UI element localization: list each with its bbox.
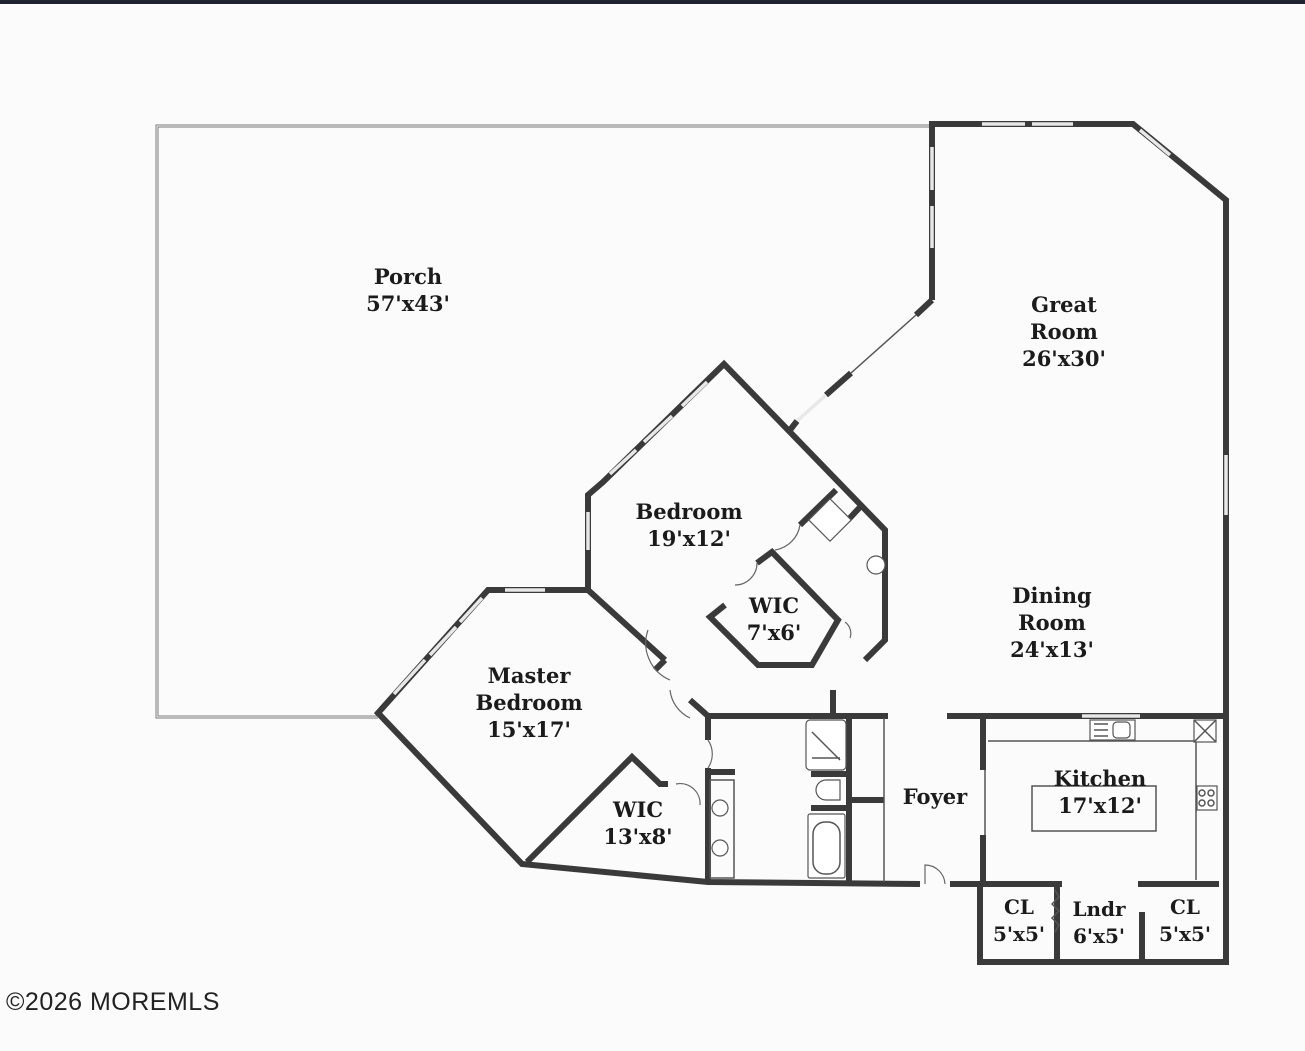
room-name-line1: Great — [1031, 292, 1097, 317]
room-label-master-bedroom: Master Bedroom 15'x17' — [475, 662, 582, 743]
room-name: Foyer — [902, 784, 968, 809]
porch-outline — [155, 124, 932, 719]
room-name-line1: Master — [487, 663, 571, 688]
master-bath-walls — [705, 690, 888, 882]
room-dimensions: 57'x43' — [366, 291, 450, 316]
room-name: Bedroom — [635, 499, 743, 524]
room-name: WIC — [748, 593, 800, 618]
room-dimensions: 6'x5' — [1072, 924, 1125, 948]
room-label-dining-room: Dining Room 24'x13' — [1010, 582, 1094, 663]
room-name: CL — [1170, 895, 1200, 919]
room-dimensions: 5'x5' — [992, 922, 1046, 946]
room-label-laundry: Lndr 6'x5' — [1072, 896, 1125, 950]
bedroom-walls — [585, 359, 888, 663]
top-border — [0, 0, 1305, 4]
wic-master-walls — [524, 752, 701, 865]
room-label-bedroom: Bedroom 19'x12' — [635, 498, 742, 552]
room-name-line2: Room — [1018, 610, 1086, 635]
kitchen-walls — [988, 714, 1218, 880]
room-name-line2: Room — [1030, 319, 1098, 344]
room-dimensions: 15'x17' — [487, 717, 571, 742]
room-dimensions: 24'x13' — [1010, 637, 1094, 662]
copyright-watermark: ©2026 MOREMLS — [6, 988, 220, 1016]
closet-laundry-walls — [977, 718, 1229, 965]
room-dimensions: 19'x12' — [647, 526, 731, 551]
room-label-foyer: Foyer — [903, 783, 967, 810]
room-label-closet-left: CL 5'x5' — [993, 894, 1045, 948]
room-dimensions: 13'x8' — [603, 824, 673, 849]
room-name: Kitchen — [1053, 766, 1147, 791]
room-label-wic-master: WIC 13'x8' — [603, 796, 672, 850]
great-room-walls — [787, 121, 1229, 718]
room-dimensions: 17'x12' — [1058, 793, 1142, 818]
room-label-wic-bedroom: WIC 7'x6' — [747, 592, 802, 646]
room-label-closet-right: CL 5'x5' — [1159, 894, 1211, 948]
room-label-kitchen: Kitchen 17'x12' — [1054, 765, 1147, 819]
room-name: WIC — [612, 797, 664, 822]
wic-bedroom-walls — [705, 548, 852, 668]
room-name-line2: Bedroom — [475, 690, 583, 715]
room-name: Lndr — [1072, 897, 1126, 921]
room-name: CL — [1004, 895, 1034, 919]
room-dimensions: 5'x5' — [1158, 922, 1212, 946]
room-dimensions: 26'x30' — [1022, 346, 1106, 371]
room-label-porch: Porch 57'x43' — [366, 263, 450, 317]
room-dimensions: 7'x6' — [746, 620, 802, 645]
room-name-line1: Dining — [1012, 583, 1092, 608]
room-name: Porch — [373, 264, 443, 289]
room-label-great-room: Great Room 26'x30' — [1022, 291, 1106, 372]
